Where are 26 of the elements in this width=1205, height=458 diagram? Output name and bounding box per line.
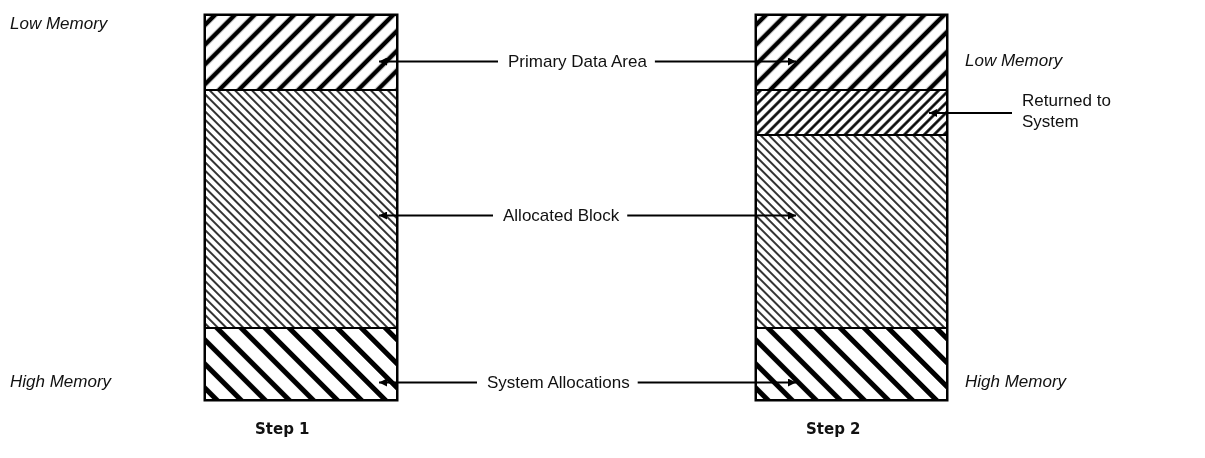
callout-text: System Allocations (487, 372, 630, 393)
callout-text: Returned to System (1022, 90, 1112, 132)
callout-text: Allocated Block (503, 205, 620, 226)
arrow (378, 211, 494, 220)
arrow (636, 378, 797, 387)
arrow (928, 109, 1013, 117)
arrow (653, 57, 797, 66)
memory-end-label: High Memory (10, 372, 112, 392)
memory-column (205, 15, 397, 400)
system-allocations-band (756, 328, 947, 400)
step-caption: Step 2 (806, 420, 861, 438)
arrow (378, 378, 478, 387)
primary-data-band (756, 15, 947, 90)
memory-end-label: Low Memory (10, 14, 108, 34)
callout-text: Primary Data Area (508, 51, 647, 72)
primary-data-band (205, 15, 397, 90)
arrow (378, 57, 499, 66)
allocated-block-band (205, 90, 397, 328)
allocated-block-band (756, 135, 947, 328)
system-allocations-band (205, 328, 397, 400)
arrow (626, 211, 797, 220)
memory-end-label: High Memory (965, 372, 1067, 392)
step-caption: Step 1 (255, 420, 310, 438)
memory-end-label: Low Memory (965, 51, 1063, 71)
returned-band (756, 90, 947, 135)
memory-column (756, 15, 947, 400)
